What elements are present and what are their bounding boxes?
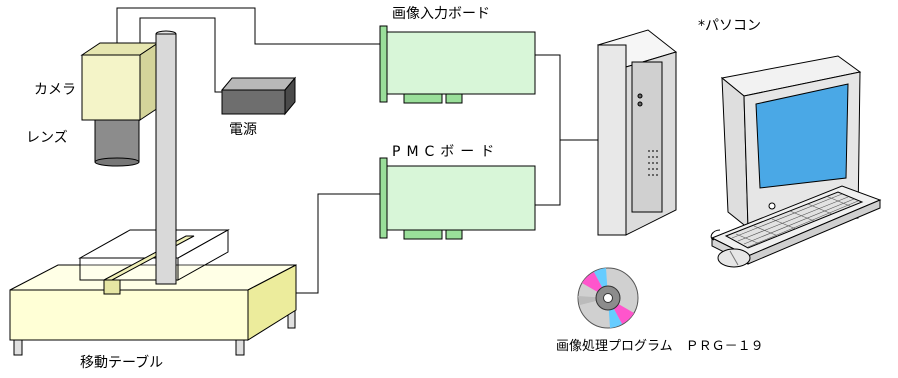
pmc-board-icon (379, 157, 536, 240)
wire-capture-board-to-hub (535, 54, 561, 140)
wire-pmc-board-to-hub (535, 140, 561, 206)
wire-camera-to-power (139, 17, 226, 93)
wire-stage-to-pmc-board (296, 193, 380, 294)
cd-disc-icon (577, 267, 639, 329)
moving-stage-label: 移動テーブル (80, 355, 164, 371)
pmc-board-label: PMCボード (392, 144, 501, 160)
power-supply-label: 電源 (229, 122, 257, 138)
moving-stage-icon (9, 229, 297, 356)
capture-board-icon (379, 25, 536, 104)
software-label: 画像処理プログラム ＰＲＧ－１９ (556, 339, 764, 354)
power-supply-icon (220, 76, 297, 116)
computer-label: *パソコン (698, 18, 761, 34)
capture-board-label: 画像入力ボード (392, 6, 490, 22)
camera-stand-pole (155, 30, 177, 285)
camera-label: カメラ (34, 82, 76, 98)
computer-icon (596, 29, 882, 268)
lens-label: レンズ (26, 130, 68, 146)
camera-icon (80, 42, 160, 121)
tower-vents (648, 150, 658, 176)
wire-camera-to-capture-board (116, 7, 380, 45)
keyboard-keys (731, 193, 859, 248)
lens-icon (94, 119, 140, 167)
connection-wires (116, 7, 606, 294)
